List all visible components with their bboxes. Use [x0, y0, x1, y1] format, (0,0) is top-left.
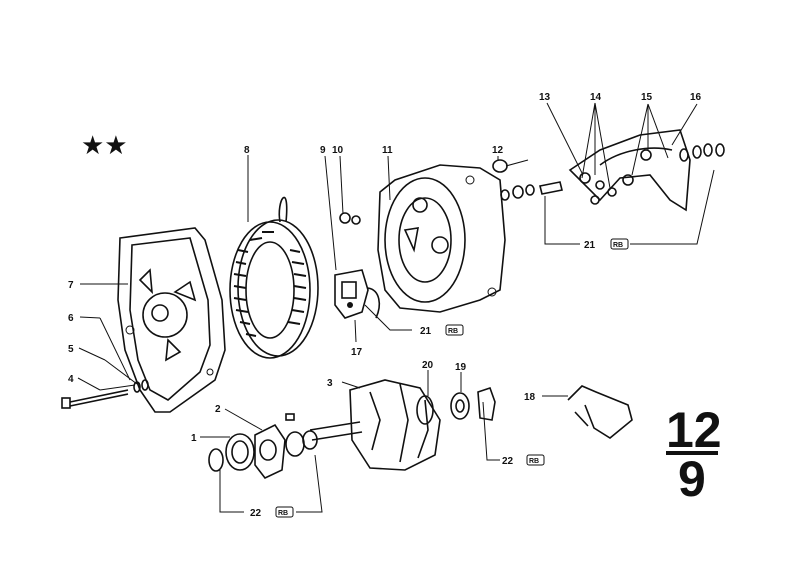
bracket-drawing	[567, 385, 633, 439]
label-19: 19	[455, 362, 467, 373]
stars-marker: ★★	[81, 131, 128, 161]
terminal-hardware-drawing	[492, 159, 563, 201]
leader-lines	[77, 102, 715, 513]
page-number: 12 9	[666, 402, 722, 507]
label-13: 13	[539, 92, 551, 103]
callout-21-middle-badge: RB	[448, 328, 458, 335]
bolt-drawing	[61, 379, 149, 409]
label-1: 1	[191, 433, 197, 444]
callout-21-upper: 21 RB	[584, 238, 629, 251]
label-2: 2	[215, 404, 221, 415]
label-9: 9	[320, 145, 326, 156]
label-20: 20	[422, 360, 434, 371]
callout-21-upper-number: 21	[584, 240, 596, 251]
rectifier-drawing	[568, 129, 725, 212]
rear-housing-drawing	[377, 164, 506, 313]
callout-22-right-number: 22	[502, 456, 514, 467]
callout-22-right-badge: RB	[529, 458, 539, 465]
stator-drawing	[229, 196, 319, 359]
part-labels: 1 2 3 4 5 6 7 8 9 10 11 12 13 14 15 16 1…	[68, 92, 702, 444]
callout-21-middle-number: 21	[420, 326, 432, 337]
label-11: 11	[382, 145, 393, 156]
label-18: 18	[524, 392, 536, 403]
front-bearing-drawing	[208, 413, 318, 479]
label-10: 10	[332, 145, 344, 156]
callout-21-middle: 21 RB	[420, 324, 464, 337]
label-8: 8	[244, 145, 250, 156]
page-number-top: 12	[666, 402, 722, 458]
callout-22-bottom-badge: RB	[278, 510, 288, 517]
label-4: 4	[68, 374, 74, 385]
label-5: 5	[68, 344, 74, 355]
label-15: 15	[641, 92, 653, 103]
callout-21-upper-badge: RB	[613, 242, 623, 249]
label-12: 12	[492, 145, 504, 156]
rotor-drawing	[309, 379, 496, 471]
label-14: 14	[590, 92, 602, 103]
brush-holder-drawing	[334, 212, 381, 319]
label-16: 16	[690, 92, 702, 103]
page-number-bottom: 9	[678, 451, 706, 507]
callout-22-bottom: 22 RB	[250, 506, 294, 519]
end-housing-drawing	[117, 227, 226, 413]
label-6: 6	[68, 313, 74, 324]
label-3: 3	[327, 378, 333, 389]
callout-22-bottom-number: 22	[250, 508, 262, 519]
callout-22-right: 22 RB	[502, 454, 545, 467]
label-17: 17	[351, 347, 363, 358]
label-7: 7	[68, 280, 74, 291]
